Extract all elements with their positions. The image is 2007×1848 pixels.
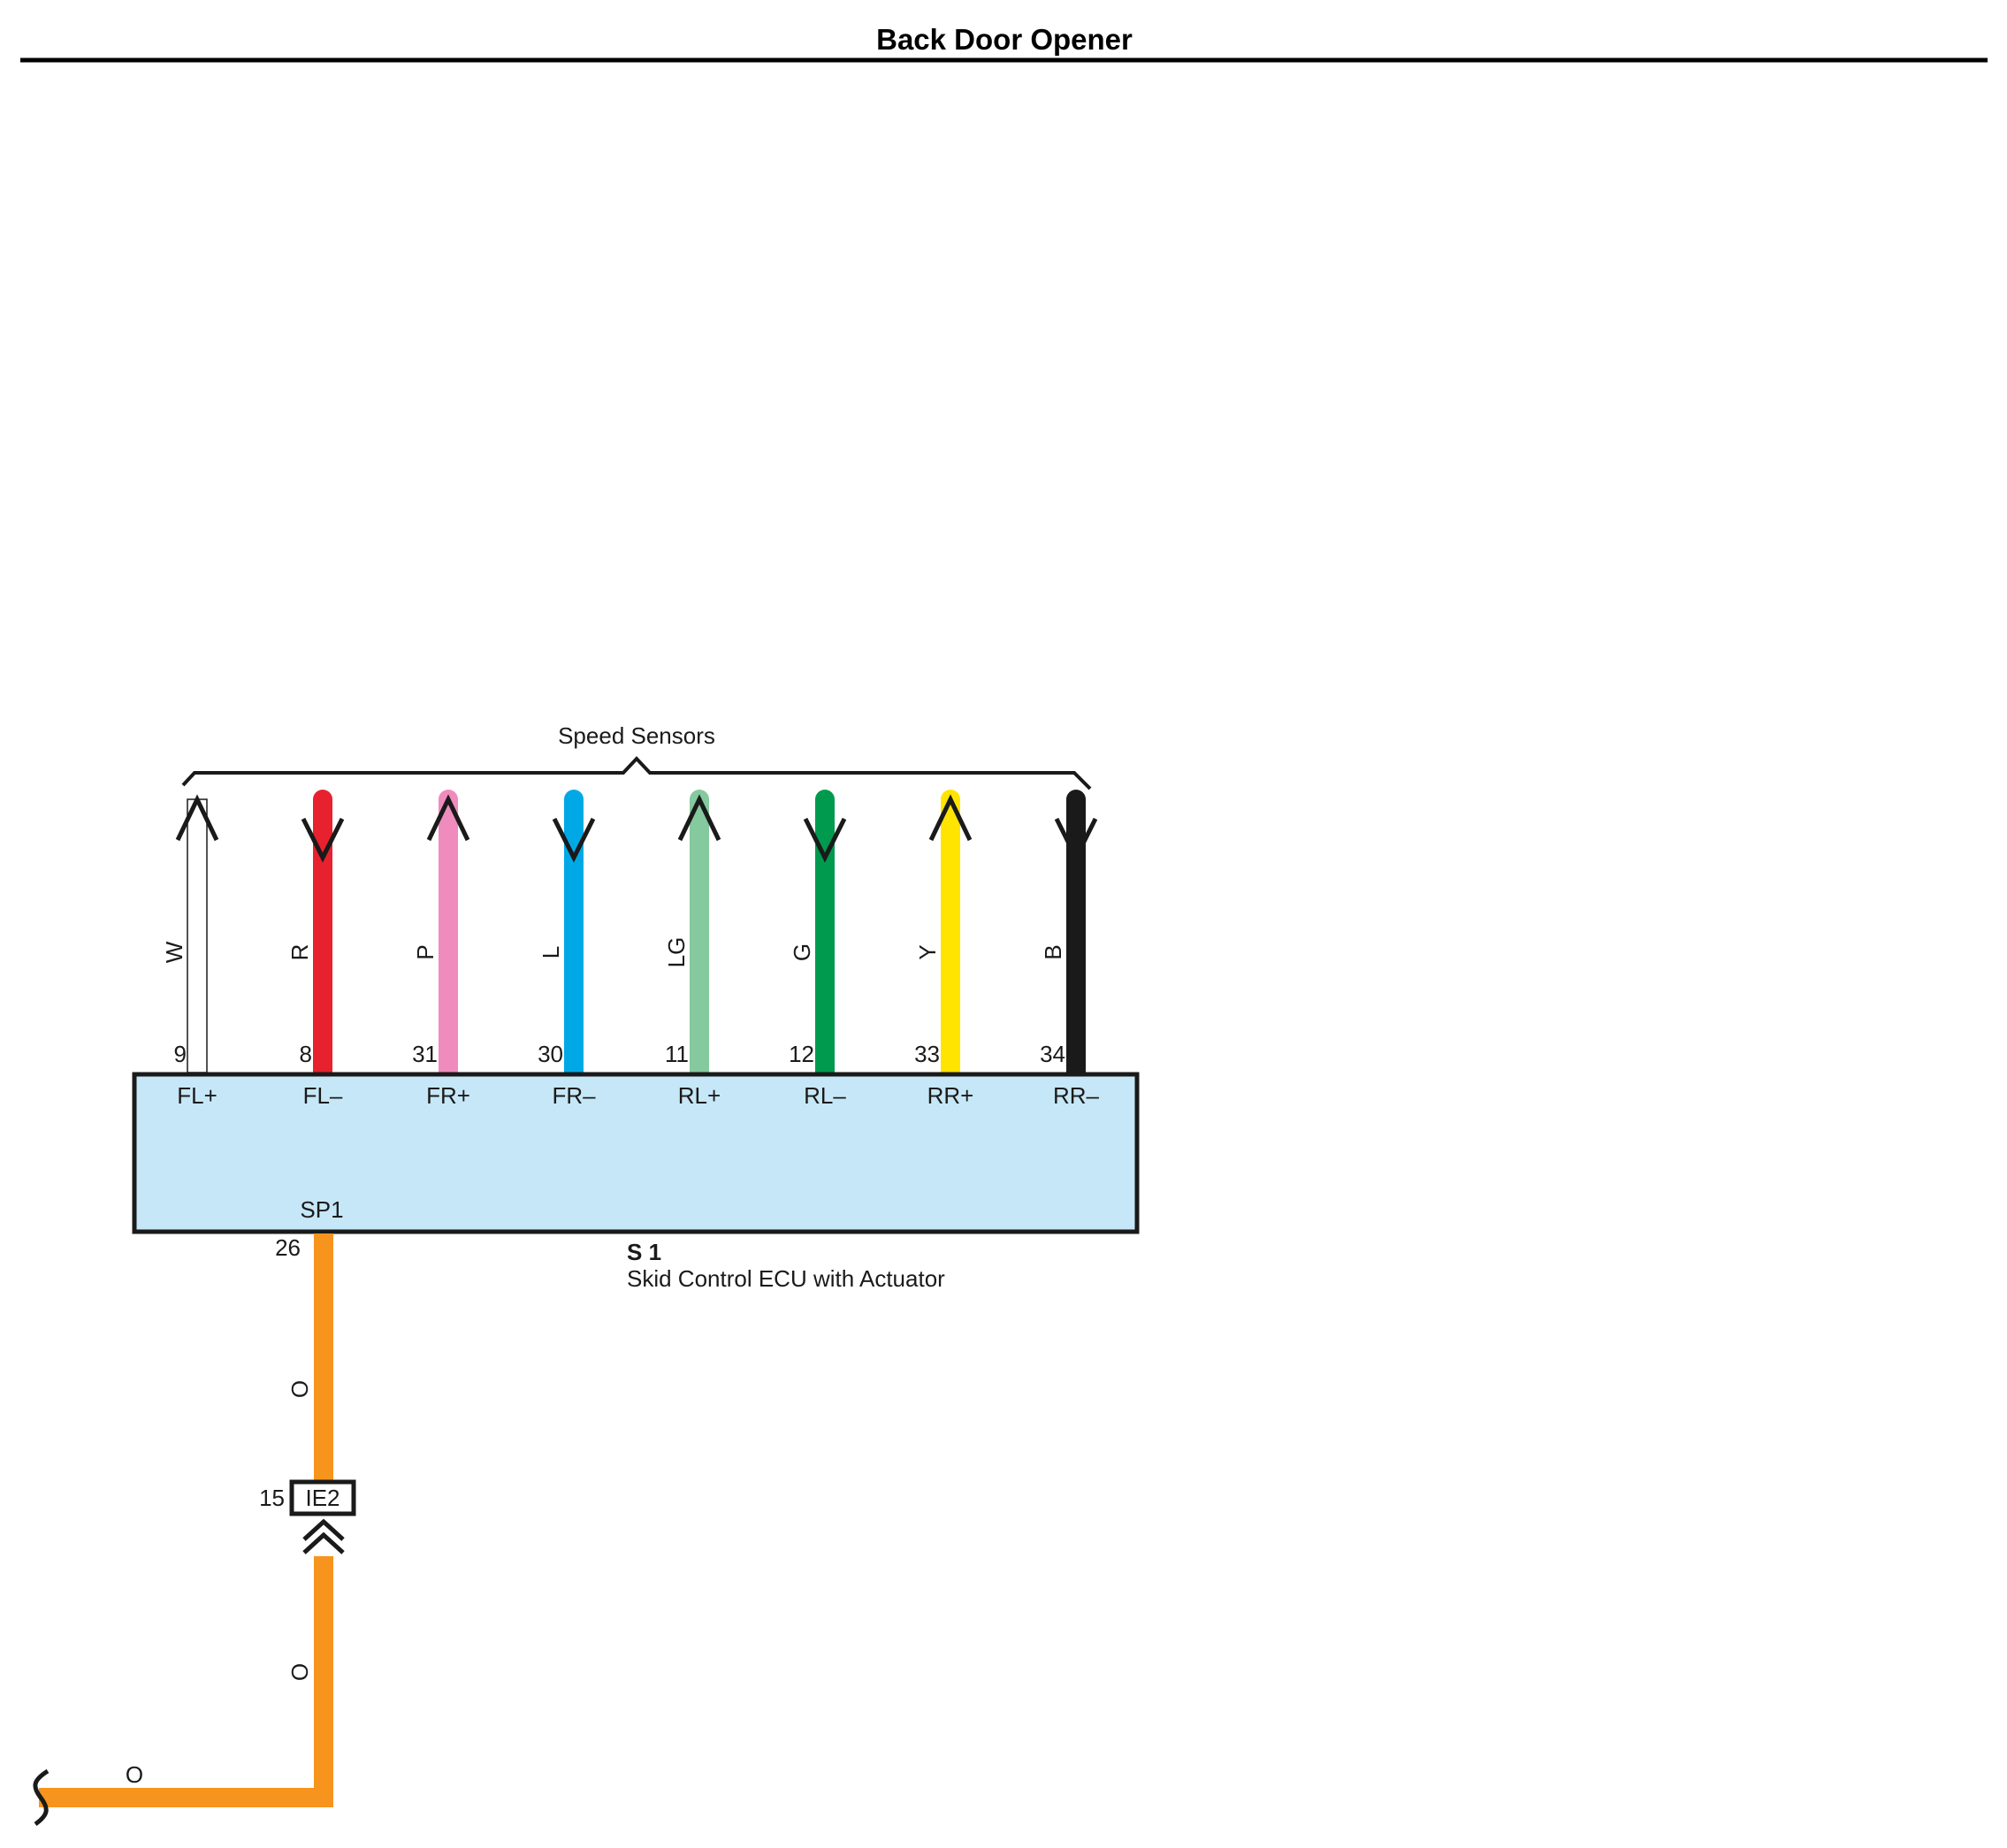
wire-color-code: Y bbox=[914, 944, 941, 959]
sensor-wire-w: W9 bbox=[161, 794, 219, 1073]
terminal-label: RR– bbox=[1053, 1082, 1100, 1109]
arrow-down-icon bbox=[1054, 817, 1098, 863]
arrow-up-icon bbox=[426, 794, 470, 842]
pin-number: 33 bbox=[914, 1041, 940, 1067]
wire-color-code: R bbox=[286, 944, 313, 961]
wire-color-code: L bbox=[538, 946, 564, 958]
sensor-wire-y: Y 33 bbox=[914, 790, 973, 1082]
pin-number: 11 bbox=[665, 1041, 689, 1067]
wire-body bbox=[187, 798, 208, 1073]
connector-code: IE2 bbox=[305, 1485, 340, 1511]
speed-sensors-bracket bbox=[181, 756, 1092, 790]
pin-number: 8 bbox=[300, 1041, 312, 1067]
sensor-wire-lg: LG 11 bbox=[663, 790, 721, 1082]
wire-color-code: W bbox=[161, 941, 187, 963]
wire-break-symbol bbox=[33, 1768, 50, 1827]
connector-chevron-upper bbox=[302, 1518, 345, 1541]
arrow-up-icon bbox=[677, 794, 721, 842]
terminal-label: FL+ bbox=[177, 1082, 217, 1109]
connector-chevron-lower bbox=[302, 1531, 345, 1554]
sensor-wire-g: G 12 bbox=[789, 790, 847, 1082]
sensor-wire-l: L 30 bbox=[538, 790, 596, 1082]
output-wire-color-lower: O bbox=[286, 1663, 313, 1681]
arrow-down-icon bbox=[803, 817, 847, 863]
ecu-output-terminal-label: SP1 bbox=[300, 1196, 343, 1223]
sensor-wire-b: B 34 bbox=[1040, 790, 1098, 1082]
terminal-label: RL+ bbox=[678, 1082, 721, 1109]
terminal-label: RR+ bbox=[927, 1082, 974, 1109]
arrow-down-icon bbox=[301, 817, 345, 863]
output-wire-color-horizontal: O bbox=[126, 1761, 143, 1788]
pin-number: 12 bbox=[789, 1041, 814, 1067]
ecu-terminals: FL+ FL– FR+ FR– RL+ RL– RR+ RR– bbox=[177, 1082, 1099, 1109]
terminal-label: RL– bbox=[804, 1082, 846, 1109]
output-pin-number: 26 bbox=[275, 1234, 301, 1261]
pin-number: 9 bbox=[174, 1041, 187, 1067]
terminal-label: FR– bbox=[552, 1082, 596, 1109]
sensor-wire-r: R8 bbox=[286, 790, 345, 1082]
arrow-up-icon bbox=[928, 794, 973, 842]
output-wire-lower bbox=[39, 1556, 333, 1807]
pin-number: 34 bbox=[1040, 1041, 1065, 1067]
wire-color-code: LG bbox=[663, 937, 690, 968]
terminal-label: FL– bbox=[303, 1082, 343, 1109]
wire-color-code: P bbox=[412, 944, 439, 959]
ecu-body bbox=[132, 1072, 1140, 1234]
sensor-wire-p: P 31 bbox=[412, 790, 470, 1082]
page-title: Back Door Opener bbox=[876, 23, 1133, 56]
arrow-down-icon bbox=[552, 817, 596, 863]
pin-number: 30 bbox=[538, 1041, 563, 1067]
connector-ie2-box bbox=[289, 1479, 356, 1516]
output-wire-color-upper: O bbox=[286, 1380, 313, 1398]
terminal-label: FR+ bbox=[426, 1082, 470, 1109]
connector-pin-number: 15 bbox=[259, 1485, 285, 1511]
speed-sensors-label: Speed Sensors bbox=[558, 722, 715, 749]
wire-color-code: G bbox=[789, 943, 815, 961]
ecu-code: S 1 bbox=[627, 1239, 661, 1265]
ecu-name: Skid Control ECU with Actuator bbox=[627, 1265, 945, 1292]
wire-color-code: B bbox=[1040, 944, 1066, 959]
arrow-up-icon bbox=[175, 794, 219, 842]
pin-number: 31 bbox=[412, 1041, 438, 1067]
